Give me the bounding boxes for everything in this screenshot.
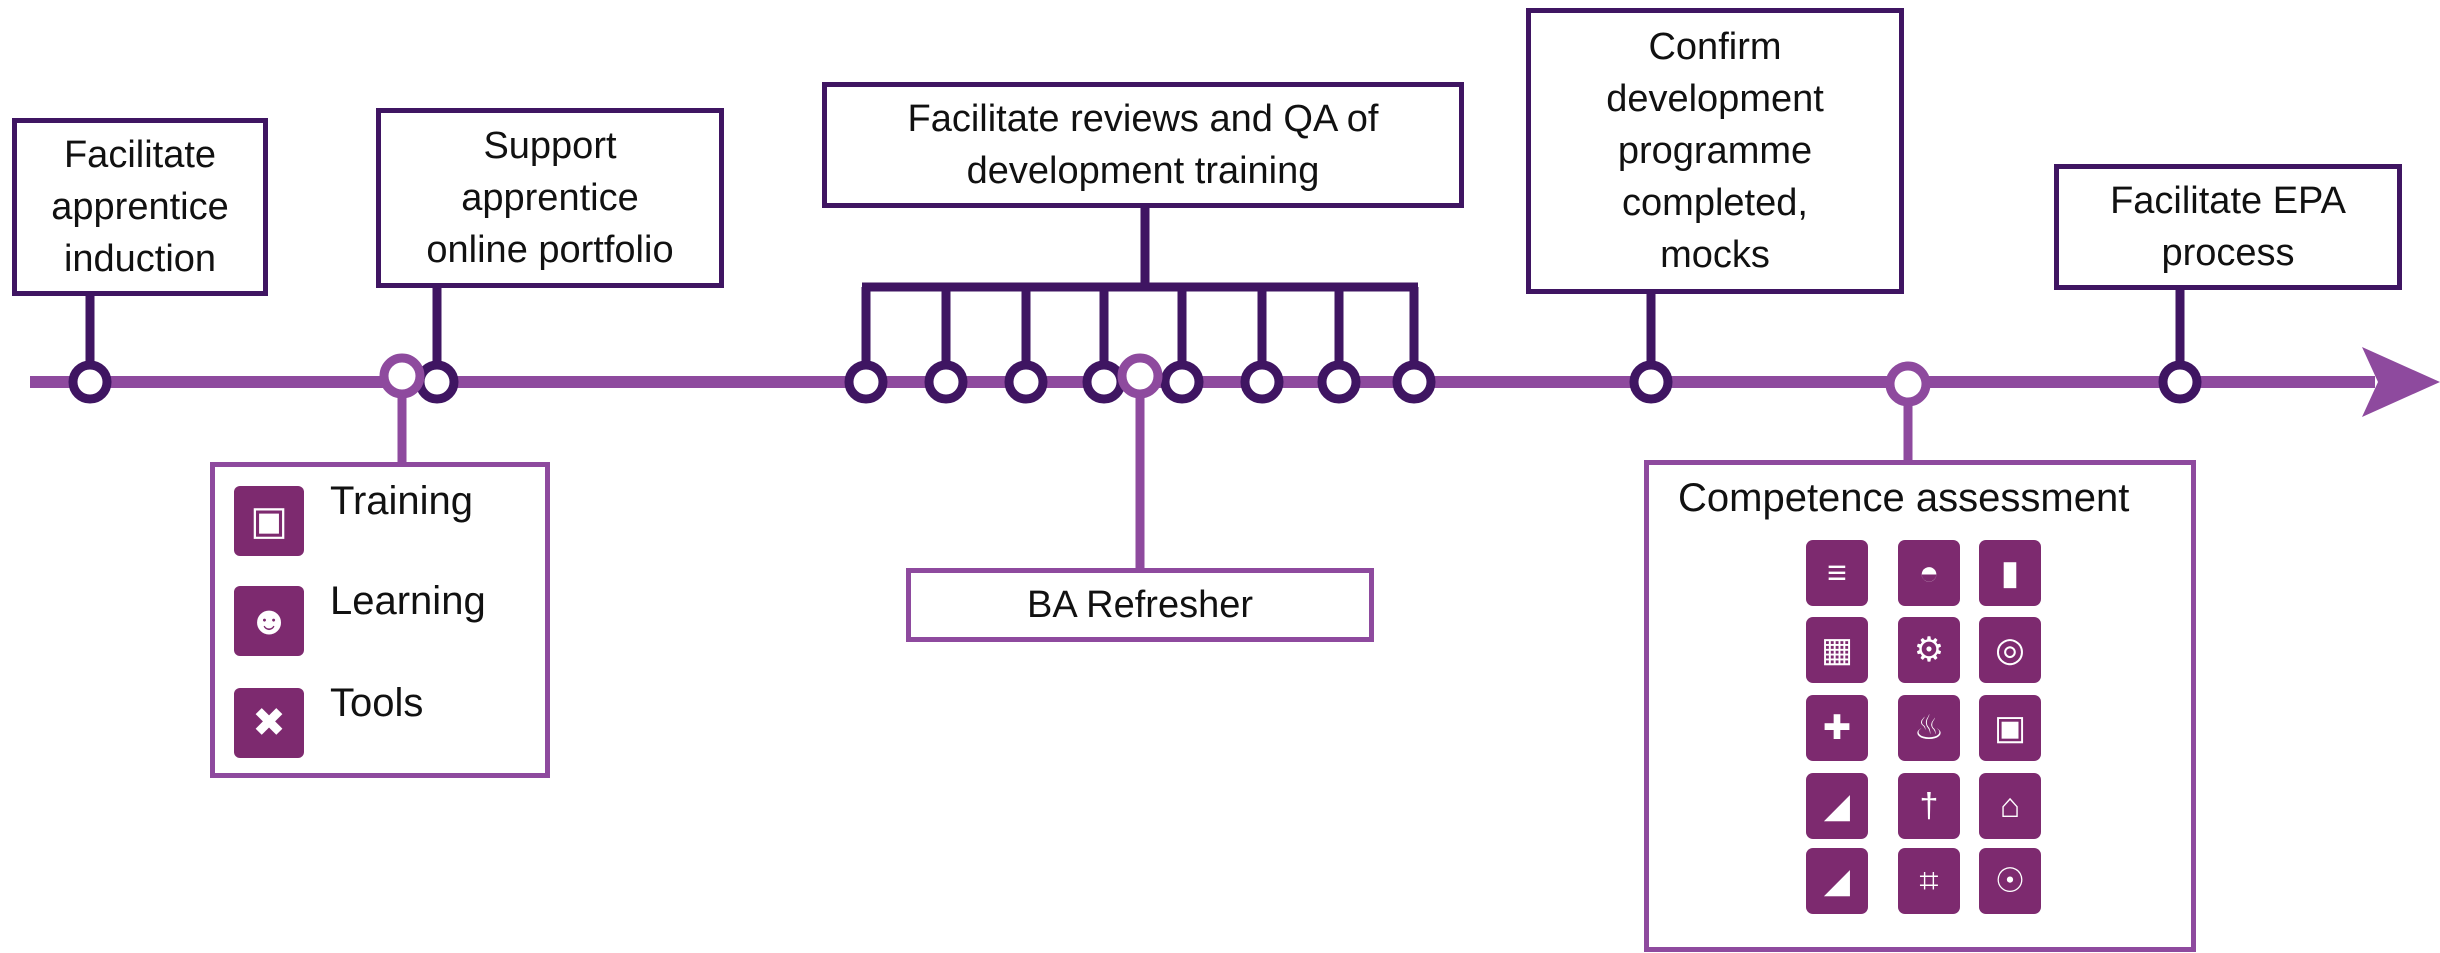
legend-learning: ☻ Learning (234, 579, 486, 656)
tank-icon: ▣ (1979, 695, 2041, 761)
upper-connectors (85, 205, 2185, 366)
activity-markers (379, 353, 1931, 407)
reviews-line-2: development training (966, 150, 1320, 192)
teacher-board-icon: ▣ (234, 486, 304, 556)
lower-connectors (397, 398, 1913, 570)
legend-learning-label: Learning (330, 578, 486, 623)
reading-person-icon: ☻ (234, 586, 304, 656)
stairs-icon: ◢ (1806, 773, 1868, 839)
induction-line-1: Facilitate (63, 134, 217, 176)
legend-training-label: Training (330, 478, 474, 523)
legend-tools: ✖ Tools (234, 681, 423, 758)
legend-tools-label: Tools (330, 680, 424, 725)
induction-line-3: induction (63, 238, 217, 280)
competence-title: Competence assessment (1678, 476, 2130, 520)
portfolio-line-3: online portfolio (426, 229, 674, 271)
ladder-icon: ≡ (1806, 540, 1868, 606)
timeline-arrowhead (2362, 347, 2440, 417)
box-refresher: BA Refresher (906, 568, 1374, 642)
building-icon: ▦ (1806, 617, 1868, 683)
reviews-line-1: Facilitate reviews and QA of (907, 98, 1379, 140)
legend-training: ▣ Training (234, 479, 473, 556)
refresher-label: BA Refresher (1027, 584, 1253, 626)
first-aid-icon: ✚ (1806, 695, 1868, 761)
pylon-icon: † (1898, 773, 1960, 839)
confirm-line-3: programme (1617, 130, 1813, 172)
portfolio-line-2: apprentice (461, 177, 639, 219)
box-portfolio: Support apprentice online portfolio (376, 108, 724, 288)
industrial-plant-icon: ⌂ (1979, 773, 2041, 839)
confirm-line-4: completed, (1622, 182, 1808, 224)
gas-cylinder-icon: ▮ (1979, 540, 2041, 606)
milestone-markers (68, 360, 2202, 404)
helmet-icon: ◓ (1898, 540, 1960, 606)
microscope-icon: ☉ (1979, 848, 2041, 914)
box-confirm: Confirm development programme completed,… (1526, 8, 1904, 294)
scaffold-icon: ⌗ (1898, 848, 1960, 914)
box-epa: Facilitate EPA process (2054, 164, 2402, 290)
cable-drum-icon: ◎ (1979, 617, 2041, 683)
epa-line-1: Facilitate EPA (2110, 180, 2346, 222)
induction-line-2: apprentice (51, 186, 229, 228)
box-induction: Facilitate apprentice induction (12, 118, 268, 296)
stairs-icon: ◢ (1806, 848, 1868, 914)
wrench-screwdriver-icon: ✖ (234, 688, 304, 758)
chimney-icon: ♨ (1898, 695, 1960, 761)
confirm-line-1: Confirm (1648, 26, 1782, 68)
confirm-line-2: development (1606, 78, 1824, 120)
machine-icon: ⚙ (1898, 617, 1960, 683)
box-reviews: Facilitate reviews and QA of development… (822, 82, 1464, 208)
portfolio-line-1: Support (483, 125, 617, 167)
epa-line-2: process (2161, 232, 2295, 274)
confirm-line-5: mocks (1660, 234, 1770, 276)
